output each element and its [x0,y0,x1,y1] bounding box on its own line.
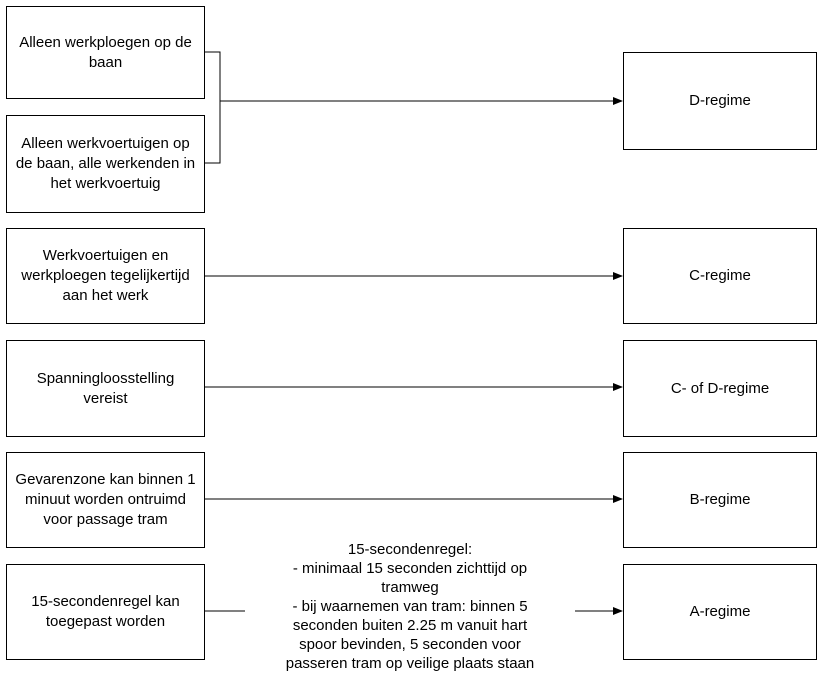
note-line-6: passeren tram op veilige plaats staan [285,655,535,672]
condition-spanning: Spanningloosstelling vereist [6,340,205,437]
regime-b: B-regime [623,452,817,548]
regime-d: D-regime [623,52,817,150]
regime-c-label: C-regime [689,267,751,284]
regime-c: C-regime [623,228,817,324]
regime-b-label: B-regime [689,491,751,508]
condition-gevarenzone: Gevarenzone kan binnen 1 minuut worden o… [6,452,205,548]
note-line-4: seconden buiten 2.25 m vanuit hart [292,617,528,634]
condition-vijftien: 15-secondenregel kan toegepast worden [6,564,205,660]
condition-werkploegen-text: Alleen werkploegen op de baan [19,33,192,71]
regime-c-or-d-label: C- of D-regime [670,379,770,397]
regime-c-or-d: C- of D-regime [623,340,817,437]
note-line-1: - minimaal 15 seconden zichttijd op [292,560,528,577]
regime-a: A-regime [623,564,817,660]
condition-gevarenzone-text: Gevarenzone kan binnen 1 minuut worden o… [15,471,196,528]
condition-werkvoertuigen: Alleen werkvoertuigen op de baan, alle w… [6,115,205,213]
regime-d-label: D-regime [689,92,751,109]
note-line-3: - bij waarnemen van tram: binnen 5 [292,598,528,615]
note-line-5: spoor bevinden, 5 seconden voor [299,636,521,653]
note-line-2: tramweg [381,579,439,596]
bracket-connector [205,51,221,164]
condition-gelijktijdig: Werkvoertuigen en werkploegen tegelijker… [6,228,205,324]
condition-gelijktijdig-text: Werkvoertuigen en werkploegen tegelijker… [21,247,190,304]
fifteen-second-rule-note: 15-secondenregel: - minimaal 15 seconden… [245,540,575,673]
condition-spanning-text: Spanningloosstelling vereist [36,369,175,407]
regime-a-label: A-regime [689,603,751,620]
condition-vijftien-text: 15-secondenregel kan toegepast worden [31,593,180,630]
condition-werkvoertuigen-text: Alleen werkvoertuigen op de baan, alle w… [15,135,196,192]
condition-werkploegen: Alleen werkploegen op de baan [6,6,205,99]
note-title: 15-secondenregel: [347,541,473,558]
